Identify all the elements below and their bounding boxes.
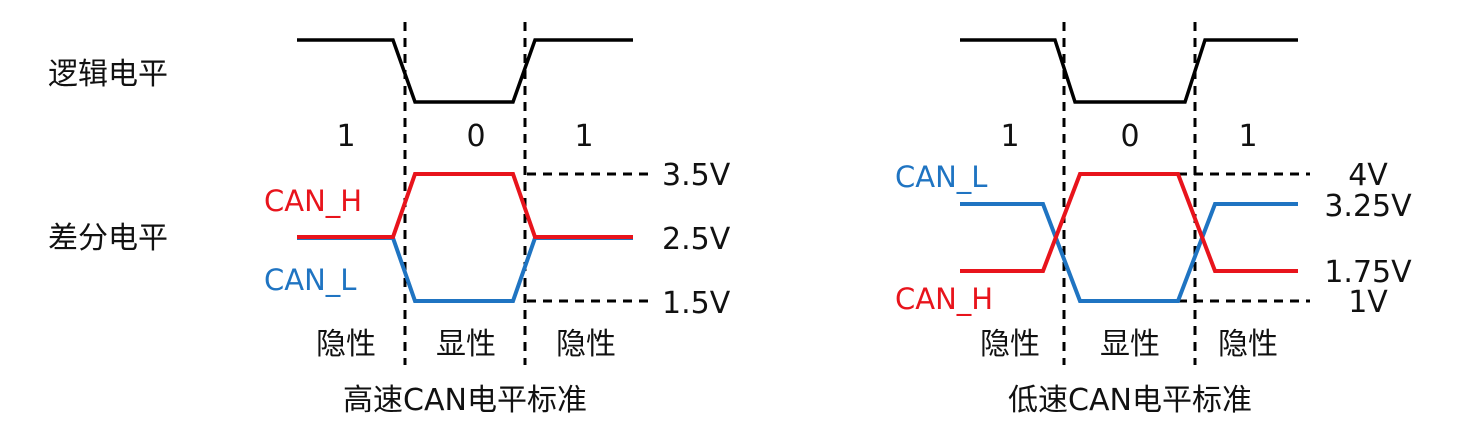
hs-bit-2: 0 bbox=[466, 119, 485, 154]
ls-can-l-label: CAN_L bbox=[895, 160, 987, 194]
ls-bit-2: 0 bbox=[1120, 119, 1139, 154]
hs-state-dominant: 显性 bbox=[436, 327, 496, 362]
ls-can-h-label: CAN_H bbox=[895, 282, 993, 316]
hs-state-recessive-2: 隐性 bbox=[556, 327, 616, 362]
ls-voltage-1v: 1V bbox=[1348, 285, 1388, 320]
ls-bit-1: 1 bbox=[1000, 119, 1019, 154]
logic-level-label: 逻辑电平 bbox=[48, 57, 168, 92]
hs-caption: 高速CAN电平标准 bbox=[343, 383, 587, 418]
hs-voltage-2-5v: 2.5V bbox=[662, 222, 731, 257]
ls-state-recessive-1: 隐性 bbox=[980, 327, 1040, 362]
hs-logic-waveform bbox=[297, 38, 633, 104]
hs-voltage-1-5v: 1.5V bbox=[662, 286, 731, 321]
ls-logic-waveform bbox=[960, 38, 1298, 104]
ls-caption: 低速CAN电平标准 bbox=[1008, 383, 1252, 418]
ls-voltage-1-75v: 1.75V bbox=[1324, 255, 1412, 290]
hs-state-recessive-1: 隐性 bbox=[316, 327, 376, 362]
ls-state-recessive-2: 隐性 bbox=[1218, 327, 1278, 362]
ls-can-l-waveform bbox=[960, 202, 1298, 303]
hs-can-h-label: CAN_H bbox=[264, 184, 362, 218]
ls-state-dominant: 显性 bbox=[1100, 327, 1160, 362]
ls-voltage-3-25v: 3.25V bbox=[1324, 189, 1412, 224]
hs-can-l-label: CAN_L bbox=[264, 263, 356, 297]
ls-voltage-4v: 4V bbox=[1348, 158, 1388, 193]
low-speed-panel: 1 0 1 CAN_L CAN_H 4V 3.25V 1.75V 1V 隐性 显… bbox=[895, 22, 1412, 418]
high-speed-panel: 1 0 1 CAN_H CAN_L 3.5V 2.5V 1.5V 隐性 显性 隐… bbox=[264, 22, 731, 418]
ls-bit-3: 1 bbox=[1238, 119, 1257, 154]
hs-bit-1: 1 bbox=[336, 119, 355, 154]
ls-can-h-waveform bbox=[960, 172, 1298, 273]
differential-level-label: 差分电平 bbox=[48, 221, 168, 256]
hs-can-h-waveform bbox=[297, 172, 633, 239]
hs-voltage-3-5v: 3.5V bbox=[662, 158, 731, 193]
hs-bit-3: 1 bbox=[574, 119, 593, 154]
